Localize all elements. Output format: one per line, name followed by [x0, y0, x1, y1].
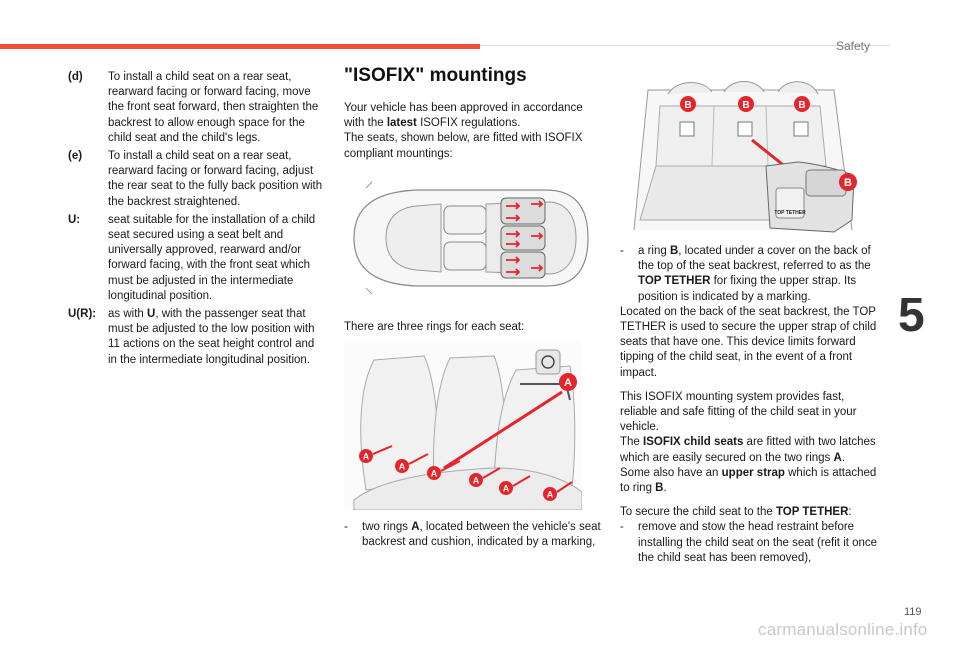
definitions-list: (d) To install a child seat on a rear se…	[68, 70, 323, 371]
definition-term: U(R):	[68, 308, 97, 321]
list-text: remove and stow the head restraint befor…	[638, 521, 878, 564]
list-item: - a ring B, located under a cover on the…	[620, 244, 882, 305]
definition-term: U:	[68, 213, 81, 226]
isofix-column: "ISOFIX" mountings Your vehicle has been…	[344, 64, 602, 162]
text-bold: A	[411, 521, 420, 533]
secure-paragraph: To secure the child seat to the TOP TETH…	[620, 505, 882, 520]
text-segment: a ring	[638, 245, 670, 257]
ring-b-marker: B	[798, 100, 805, 111]
header-accent-bar	[0, 44, 480, 49]
text-segment: The	[620, 436, 644, 449]
item-a-block: - two rings A, located between the vehic…	[344, 520, 602, 550]
rear-seat-rings-figure: A A A A A A A	[344, 340, 582, 510]
definition-d: (d) To install a child seat on a rear se…	[68, 70, 323, 146]
text-bold: TOP TETHER	[775, 506, 849, 519]
definition-term: (d)	[68, 71, 83, 83]
text-segment: two rings	[362, 521, 412, 533]
spacer	[620, 381, 882, 390]
text-bold: ISOFIX child seats	[643, 436, 744, 449]
list-text: two rings A, located between the vehicle…	[362, 520, 602, 550]
rings-text: There are three rings for each seat:	[344, 321, 525, 333]
ring-b-marker: B	[844, 177, 852, 189]
text-segment: .	[841, 451, 846, 464]
text-bold: latest	[386, 117, 417, 130]
tether-column: - a ring B, located under a cover on the…	[620, 244, 882, 566]
list-dash: -	[620, 521, 624, 534]
header-rule	[480, 45, 890, 46]
intro-paragraph: Your vehicle has been approved in accord…	[344, 101, 602, 131]
text-segment: for fixing the upper strap. Its position…	[638, 275, 857, 303]
intro-paragraph-2: The seats, shown below, are fitted with …	[344, 132, 583, 160]
text-bold: U	[147, 308, 156, 321]
upper-strap-paragraph: Some also have an upper strap which is a…	[620, 466, 882, 496]
text-bold: B	[669, 245, 679, 257]
ring-a-marker: A	[399, 462, 406, 472]
spacer	[620, 496, 882, 505]
rear-seat-diagram: A A A A A A A	[344, 340, 582, 510]
text-segment: :	[848, 506, 852, 519]
ring-a-marker: A	[473, 476, 480, 486]
list-dash: -	[344, 521, 348, 533]
text-segment: Some also have an	[620, 466, 722, 479]
ring-a-marker: A	[564, 377, 572, 389]
text-segment: To secure the child seat to the	[620, 506, 776, 519]
definition-ur: U(R): as with U, with the passenger seat…	[68, 307, 323, 368]
definition-text: To install a child seat on a rear seat, …	[108, 150, 323, 208]
text-segment: ISOFIX regulations.	[416, 117, 521, 130]
text-segment: , with the passenger seat that must be a…	[108, 308, 315, 366]
ring-a-marker: A	[431, 469, 438, 479]
definition-text: seat suitable for the installation of a …	[108, 213, 316, 302]
definition-text: as with U, with the passenger seat that …	[108, 307, 323, 368]
list-text: a ring B, located under a cover on the b…	[638, 244, 882, 305]
page-number: 119	[904, 606, 922, 618]
top-tether-figure: B B B B TOP TETHER	[620, 70, 860, 238]
text-bold: B	[655, 482, 664, 495]
text-segment: which is attached to ring	[620, 466, 877, 495]
ring-a-marker: A	[547, 490, 554, 500]
system-paragraph: This ISOFIX mounting system provides fas…	[620, 390, 857, 434]
top-tether-label: TOP TETHER	[774, 210, 806, 216]
list-item: - two rings A, located between the vehic…	[344, 520, 602, 550]
ring-b-marker: B	[742, 100, 749, 111]
section-title: Safety	[836, 39, 871, 53]
chapter-number: 5	[898, 289, 925, 342]
definition-e: (e) To install a child seat on a rear se…	[68, 149, 323, 210]
ring-a-marker: A	[363, 452, 370, 462]
ring-a-marker: A	[503, 484, 510, 494]
ring-b-marker: B	[684, 100, 691, 111]
list-item: - remove and stow the head restraint bef…	[620, 520, 882, 566]
text-segment: , located between the vehicle's seat bac…	[362, 521, 601, 549]
definition-term: (e)	[68, 150, 83, 163]
tether-paragraph: Located on the back of the seat backrest…	[620, 305, 877, 379]
text-segment: as with	[108, 308, 147, 321]
text-segment: , located under a cover on the back of t…	[638, 245, 871, 273]
list-dash: -	[620, 245, 624, 257]
boot-interior-diagram: B B B B TOP TETHER	[620, 70, 860, 238]
child-seats-paragraph: The ISOFIX child seats are fitted with t…	[620, 435, 882, 465]
car-top-view-figure	[346, 178, 592, 298]
text-segment: Your vehicle has been approved in accord…	[344, 102, 583, 130]
text-bold: TOP TETHER	[638, 275, 711, 288]
text-bold: A	[833, 451, 842, 464]
definition-text: To install a child seat on a rear seat, …	[108, 71, 319, 144]
page-title: "ISOFIX" mountings	[344, 65, 527, 86]
text-segment: are fitted with two latches which are ea…	[620, 436, 876, 464]
watermark: carmanualsonline.info	[758, 620, 928, 639]
car-top-view-diagram	[353, 181, 589, 295]
text-segment: .	[663, 482, 667, 495]
text-bold: upper strap	[721, 466, 785, 479]
definition-u: U: seat suitable for the installation of…	[68, 213, 323, 304]
